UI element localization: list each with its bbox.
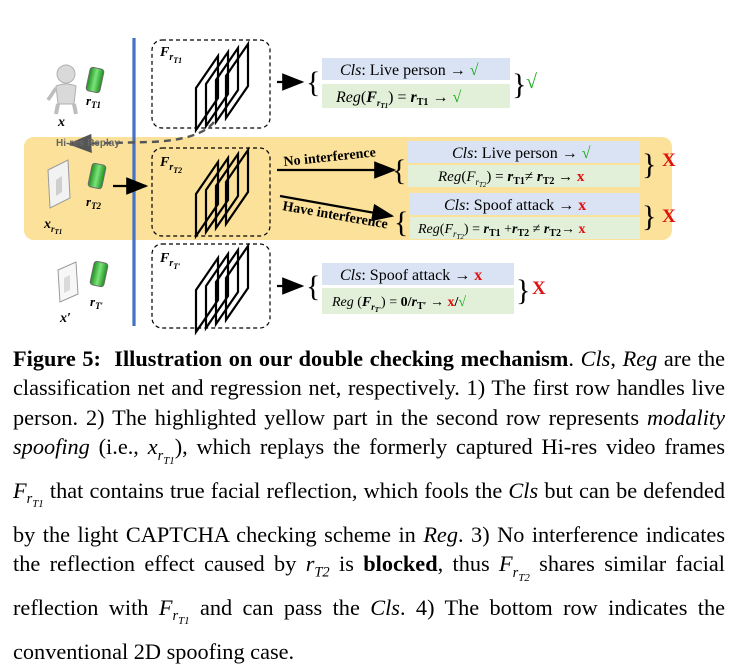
caption-s2c: but can be defended by the light CAPTCHA… (13, 477, 725, 547)
caption-title: Illustration on our double checking mech… (114, 346, 569, 371)
svg-text:}: } (642, 148, 656, 181)
row2a-verdict: X (662, 150, 676, 171)
caption-blocked: blocked (363, 551, 438, 577)
caption-s2a: ), which replays the formerly captured H… (174, 434, 726, 460)
caption-s3c: shares similar facial reflection with (13, 551, 725, 620)
caption-cls: Cls (580, 346, 611, 371)
light-r-t1-label: rT1 (86, 93, 101, 110)
light-r-tprime-label: rT′ (90, 294, 104, 311)
svg-text:FrT1: FrT1 (159, 45, 182, 65)
svg-text:Cls: Live person → √: Cls: Live person → √ (340, 62, 479, 79)
input-x-label: x (57, 115, 65, 130)
svg-text:Reg(FrT1) = rT1 → √: Reg(FrT1) = rT1 → √ (335, 89, 461, 110)
feature-box-row3 (151, 243, 271, 329)
reg-box-row1 (322, 84, 510, 108)
svg-text:{: { (306, 270, 320, 303)
hi-res-replay-label: Hi-res Replay (56, 138, 120, 149)
reg-box-row3 (322, 288, 514, 314)
row1-verdict: √ (526, 71, 537, 93)
cls-box-row3 (322, 263, 514, 285)
svg-text:FrT′: FrT′ (159, 251, 180, 271)
cls-box-row2a (408, 141, 640, 163)
caption-label: Figure 5: (13, 346, 101, 371)
feature-box-row2 (151, 147, 271, 237)
figure-caption: Figure 5: Illustration on our double che… (13, 346, 726, 664)
svg-text:Cls: Spoof attack → x: Cls: Spoof attack → x (444, 197, 586, 214)
live-person-icon (46, 64, 78, 115)
reg-box-row2a (408, 165, 640, 187)
svg-text:{: { (306, 66, 320, 99)
light-source-icon (85, 66, 105, 94)
caption-ie: (i.e., (89, 434, 148, 460)
cls-box-row1 (322, 58, 510, 80)
spoof-screen-icon (57, 261, 79, 303)
caption-reg: Reg (622, 346, 658, 371)
cls-box-row2b (410, 193, 640, 215)
row3-verdict: X (532, 278, 546, 299)
caption-s1: are the classification net and regressio… (13, 346, 726, 430)
replay-screen-icon (47, 159, 71, 209)
svg-text:}: } (512, 68, 526, 101)
svg-text:{: { (392, 154, 406, 187)
caption-modality: modality spoofing (13, 404, 725, 460)
caption-s3a: . 3) No interference indicates the refle… (13, 521, 725, 577)
mechanism-diagram: x rT1 FrT1 { Cls: Live person → √ Reg(Fr… (24, 38, 676, 334)
svg-text:Reg (FrT′) = 0/rT′ → x/√: Reg (FrT′) = 0/rT′ → x/√ (331, 295, 466, 314)
svg-text:Cls: Live person → √: Cls: Live person → √ (452, 145, 591, 162)
feature-box-row1 (151, 39, 271, 129)
hi-res-replay-arrow (67, 121, 215, 154)
reg-box-row2b (410, 217, 640, 239)
svg-text:}: } (642, 200, 656, 233)
svg-text:Cls: Spoof attack → x: Cls: Spoof attack → x (340, 267, 482, 284)
svg-text:{: { (394, 206, 408, 239)
svg-text:}: } (516, 274, 530, 307)
input-x-prime-label: x′ (59, 311, 71, 326)
caption-s2b: that contains true facial reflection, wh… (43, 477, 509, 503)
row2b-verdict: X (662, 206, 676, 227)
